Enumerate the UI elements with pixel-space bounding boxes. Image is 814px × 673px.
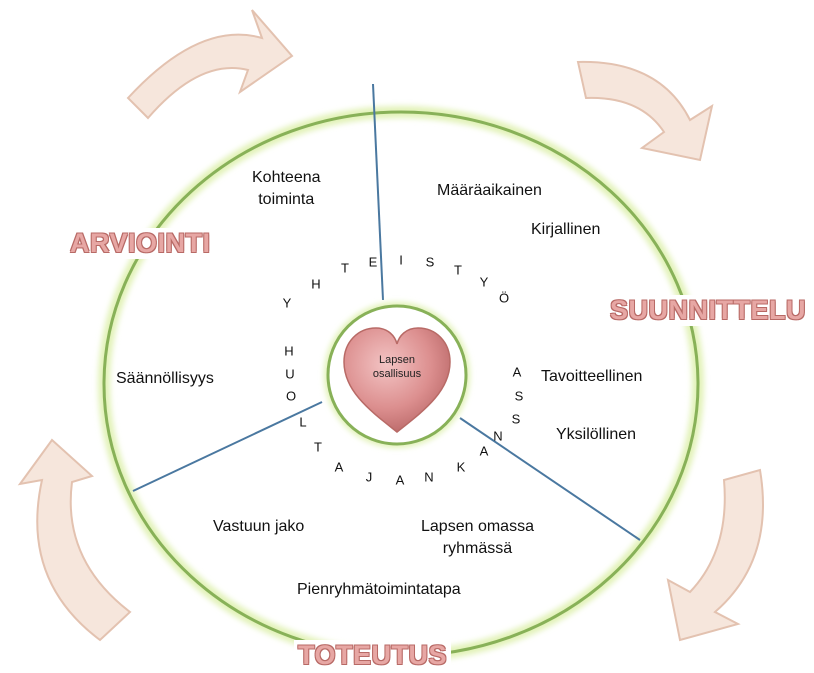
- cycle-arrow-top-left: [126, 9, 294, 120]
- label-saannollisyys: Säännöllisyys: [116, 370, 214, 387]
- ring-letter: N: [493, 428, 503, 444]
- ring-letter: T: [341, 260, 349, 276]
- label-pienryhmatoimintatapa: Pienryhmätoimintatapa: [297, 581, 461, 598]
- ring-letter: T: [454, 262, 462, 278]
- ring-letter: J: [365, 469, 373, 485]
- ring-letter: K: [456, 459, 466, 475]
- ring-letter: A: [334, 459, 344, 475]
- label-kirjallinen: Kirjallinen: [531, 221, 601, 238]
- ring-letter: H: [284, 343, 294, 359]
- ring-letter: N: [424, 469, 434, 485]
- phase-arviointi: ARVIOINTI: [66, 228, 215, 259]
- ring-letter: A: [395, 472, 405, 488]
- ring-letter: L: [299, 414, 307, 430]
- ring-letter: Ö: [498, 290, 510, 306]
- label-tavoitteellinen: Tavoitteellinen: [541, 368, 643, 385]
- ring-letter: I: [399, 252, 403, 268]
- cycle-arrow-bottom-right: [666, 468, 764, 642]
- cycle-arrow-top-right: [576, 60, 714, 162]
- label-lapsen-omassa-line1: Lapsen omassa: [421, 518, 534, 535]
- ring-letter: Y: [479, 274, 489, 290]
- heart-icon: [343, 327, 451, 433]
- label-maaraaikainen: Määräaikainen: [437, 182, 542, 199]
- phase-suunnittelu: SUUNNITTELU: [606, 295, 810, 326]
- ring-letter: E: [368, 254, 378, 270]
- ring-letter: H: [311, 276, 321, 292]
- ring-letter: T: [314, 439, 322, 455]
- cycle-arrow-bottom-left: [17, 438, 132, 642]
- label-kohteena-line2: toiminta: [258, 191, 315, 208]
- center-label-line2: osallisuus: [372, 368, 422, 380]
- ring-letter: A: [512, 364, 522, 380]
- ring-letter: S: [425, 254, 435, 270]
- label-vastuun-jako: Vastuun jako: [213, 518, 305, 535]
- ring-letter: O: [285, 388, 297, 404]
- ring-letter: U: [285, 366, 295, 382]
- label-lapsen-omassa-line2: ryhmässä: [442, 540, 513, 557]
- ring-letter: S: [514, 388, 524, 404]
- spoke-left: [132, 401, 323, 492]
- spoke-right: [459, 417, 641, 541]
- label-lapsen-omassa-ryhmassa: Lapsen omassa ryhmässä: [421, 516, 534, 560]
- ring-letter: A: [479, 443, 489, 459]
- center-label-line1: Lapsen: [378, 354, 416, 366]
- label-kohteena-toiminta: Kohteena toiminta: [252, 167, 321, 211]
- label-yksilollinen: Yksilöllinen: [556, 426, 637, 443]
- label-kohteena-line1: Kohteena: [252, 169, 321, 186]
- ring-letter: S: [511, 411, 521, 427]
- spoke-top: [372, 83, 384, 301]
- ring-letter: Y: [282, 295, 292, 311]
- center-label: Lapsen osallisuus: [352, 353, 442, 381]
- phase-toteutus: TOTEUTUS: [294, 640, 452, 671]
